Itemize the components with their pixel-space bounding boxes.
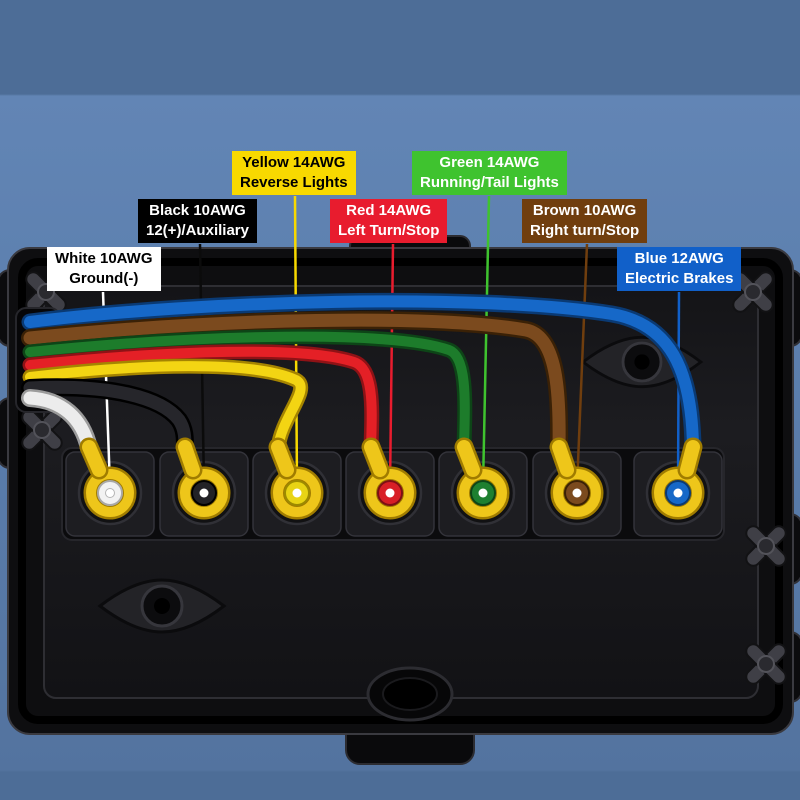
label-line2: Right turn/Stop xyxy=(530,222,640,239)
terminal-screw-dot xyxy=(478,488,488,498)
label-red-wire: Red 14AWG Left Turn/Stop xyxy=(330,199,448,243)
red-wire xyxy=(22,344,380,456)
brown-wire xyxy=(21,311,569,457)
label-line2: Reverse Lights xyxy=(240,174,348,191)
label-line1: Red 14AWG xyxy=(346,202,432,219)
blue-wire xyxy=(21,292,702,457)
label-line1: Brown 10AWG xyxy=(532,202,637,219)
bottom-cable-port xyxy=(366,666,454,722)
label-line2: 12(+)/Auxiliary xyxy=(146,222,249,239)
crimp-sleeves xyxy=(79,437,703,480)
label-black-wire: Black 10AWG 12(+)/Auxiliary xyxy=(138,199,257,243)
label-line2: Left Turn/Stop xyxy=(338,222,440,239)
terminal-screw-dot xyxy=(105,488,115,498)
leader-line-brown xyxy=(575,243,589,488)
yellow-wire xyxy=(22,358,309,456)
leader-line-green xyxy=(481,195,491,488)
terminal-screw-dot xyxy=(292,488,302,498)
wire-bundle xyxy=(21,292,702,457)
black-wire xyxy=(21,378,194,457)
terminal-screw-dot xyxy=(673,488,683,498)
label-line2: Ground(-) xyxy=(69,270,139,287)
label-line2: Running/Tail Lights xyxy=(420,174,559,191)
label-brown-wire: Brown 10AWG Right turn/Stop xyxy=(522,199,648,243)
label-line1: Green 14AWG xyxy=(439,154,540,171)
terminal-screw-dot xyxy=(572,488,582,498)
label-line1: White 10AWG xyxy=(55,250,153,267)
terminal-screw-dot xyxy=(199,488,209,498)
label-yellow-wire: Yellow 14AWG Reverse Lights xyxy=(232,151,356,195)
label-blue-wire: Blue 12AWG Electric Brakes xyxy=(617,247,742,291)
label-line1: Yellow 14AWG xyxy=(242,154,346,171)
label-line2: Electric Brakes xyxy=(625,270,734,287)
green-wire xyxy=(22,329,473,456)
label-green-wire: Green 14AWG Running/Tail Lights xyxy=(412,151,567,195)
label-line1: Blue 12AWG xyxy=(634,250,724,267)
label-line1: Black 10AWG xyxy=(149,202,246,219)
terminal-centers xyxy=(97,480,691,506)
label-white-wire: White 10AWG Ground(-) xyxy=(47,247,161,291)
leader-line-red xyxy=(388,243,395,488)
crimp-rings xyxy=(83,466,705,520)
terminal-screw-dot xyxy=(385,488,395,498)
ring-terminals xyxy=(79,437,705,520)
